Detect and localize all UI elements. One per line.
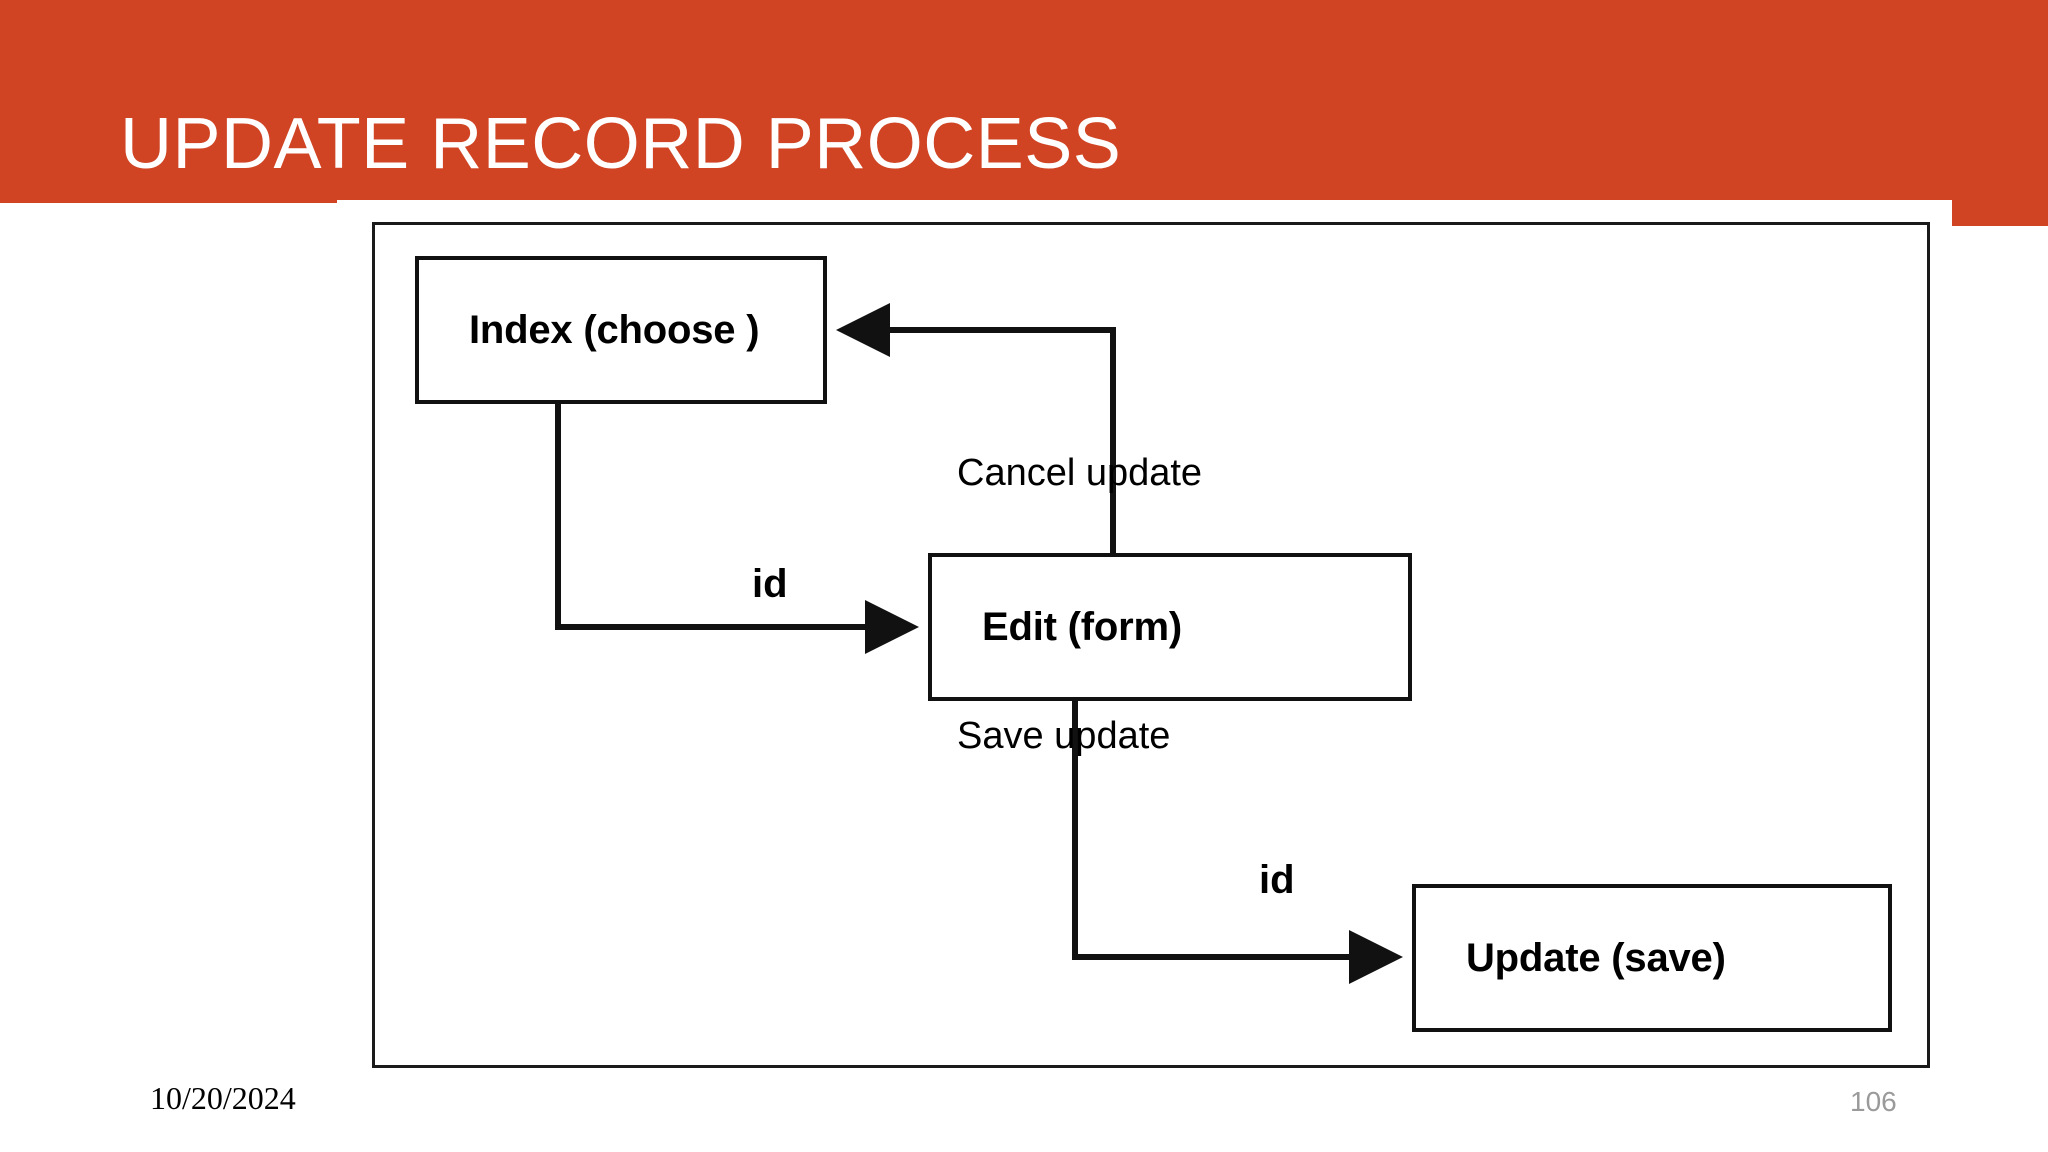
title-banner-notch [337,200,1952,226]
title-banner-right-tab [1952,200,2048,226]
edge-label-id-index-to-edit: id [752,562,788,606]
node-index[interactable]: Index (choose ) [415,256,827,404]
page-title: UPDATE RECORD PROCESS [120,104,1122,184]
node-index-label: Index (choose ) [469,307,760,352]
edge-label-save-update: Save update [957,715,1171,757]
title-banner [0,0,2048,203]
edge-label-id-edit-to-update: id [1259,858,1295,902]
footer-page-number: 106 [1850,1086,1897,1117]
node-edit-label: Edit (form) [982,604,1182,649]
node-update-label: Update (save) [1466,935,1726,980]
edge-label-cancel-update: Cancel update [957,452,1203,494]
footer-date: 10/20/2024 [150,1080,296,1116]
node-update[interactable]: Update (save) [1412,884,1892,1032]
node-edit[interactable]: Edit (form) [928,553,1412,701]
